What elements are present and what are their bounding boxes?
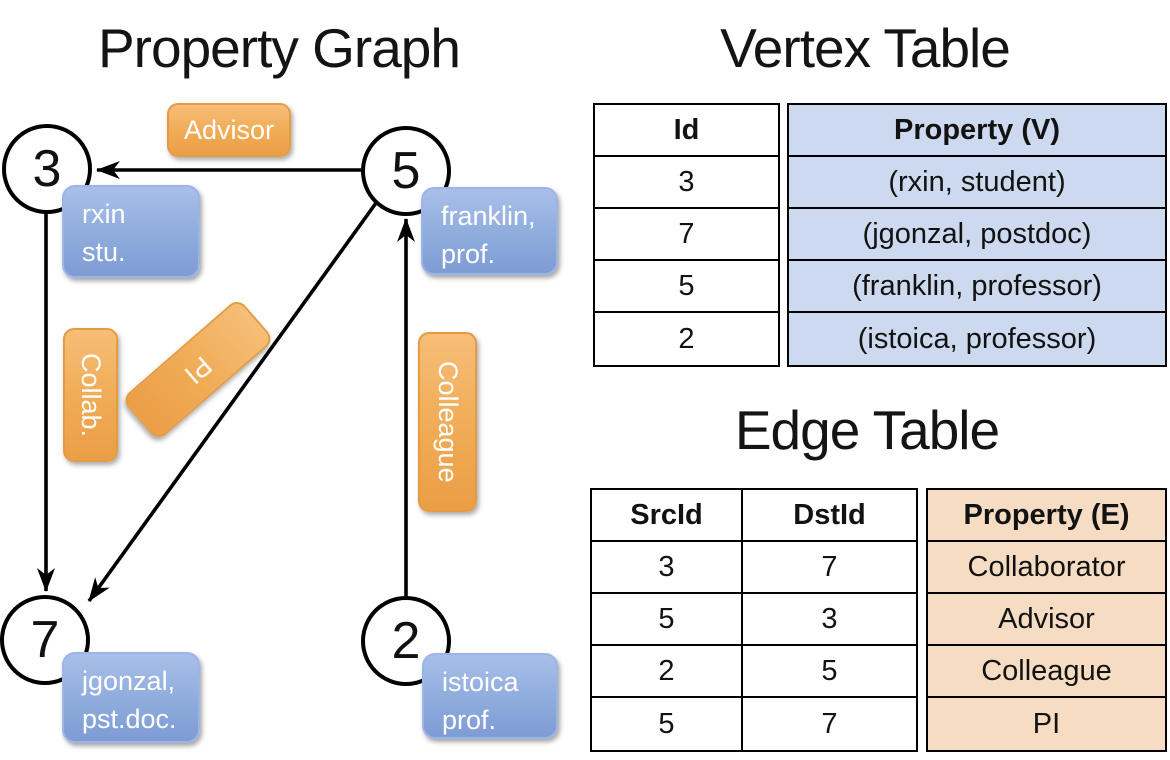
edge-label-text: Advisor <box>183 114 275 145</box>
edge-table-srcid-header: SrcId <box>592 490 741 542</box>
vertex-node-3-id: 3 <box>32 140 62 198</box>
vertex-node-3: 3 <box>2 124 92 214</box>
edge-label-collab: Collab. <box>63 328 118 462</box>
edge-table-property-cell: Collaborator <box>928 542 1165 594</box>
vertex-table-property-column: Property (V) (rxin, student) (jgonzal, p… <box>787 103 1167 367</box>
vertex-table-property-cell: (franklin, professor) <box>789 261 1165 313</box>
vertex-node-5-id: 5 <box>391 142 421 200</box>
edge-table-srcid-cell: 3 <box>592 542 741 594</box>
edge-table-dstid-cell: 7 <box>743 542 916 594</box>
vertex-property-box-jgonzal: jgonzal, pst.doc. <box>62 652 200 743</box>
edge-label-advisor: Advisor <box>167 103 291 157</box>
vertex-table-id-column: Id 3 7 5 2 <box>593 103 780 367</box>
edge-table-srcid-cell: 5 <box>592 594 741 646</box>
edge-table-title: Edge Table <box>734 399 1000 461</box>
vertex-table-title: Vertex Table <box>720 17 1011 79</box>
edge-table-property-cell: Colleague <box>928 646 1165 698</box>
edge-table-property-cell: Advisor <box>928 594 1165 646</box>
vertex-property-box-istoica: istoica prof. <box>422 653 558 739</box>
vertex-property-line: stu. <box>82 237 126 268</box>
vertex-property-line: prof. <box>442 705 497 736</box>
vertex-table-property-cell: (jgonzal, postdoc) <box>789 209 1165 261</box>
vertex-node-7-id: 7 <box>30 611 60 669</box>
edge-table-srcid-cell: 2 <box>592 646 741 698</box>
edge-label-text: PI <box>178 350 218 390</box>
edge-label-colleague: Colleague <box>418 332 477 512</box>
vertex-property-line: istoica <box>442 667 519 697</box>
edge-table-srcid-cell: 5 <box>658 707 675 740</box>
vertex-property-line: jgonzal, <box>82 666 176 696</box>
edge-pi-line-5-to-7 <box>87 201 378 603</box>
edge-table-dstid-cell: 3 <box>743 594 916 646</box>
edge-table-property-cell: PI <box>1032 707 1061 740</box>
edge-table-dstid-header: DstId <box>743 490 916 542</box>
vertex-table-id-cell: 5 <box>595 261 778 313</box>
edge-table-dstid-column: DstId 7 3 5 7 <box>741 488 918 752</box>
vertex-property-line: prof. <box>441 239 496 270</box>
edge-table-property-column: Property (E) Collaborator Advisor Collea… <box>926 488 1167 752</box>
vertex-table-id-cell: 7 <box>595 209 778 261</box>
vertex-table-id-header: Id <box>595 105 778 157</box>
vertex-property-line: franklin, <box>441 201 536 231</box>
vertex-table-id-cell: 2 <box>678 322 695 355</box>
vertex-table-property-header: Property (V) <box>789 105 1165 157</box>
vertex-table-property-cell: (istoica, professor) <box>857 322 1097 355</box>
edge-label-text: Colleague <box>433 361 463 483</box>
edge-table-dstid-cell: 7 <box>821 707 838 740</box>
vertex-property-box-rxin: rxin stu. <box>62 185 200 278</box>
edge-table-property-header: Property (E) <box>928 490 1165 542</box>
vertex-property-box-franklin: franklin, prof. <box>421 187 558 275</box>
property-graph-title: Property Graph <box>97 17 461 79</box>
vertex-property-line: rxin <box>82 199 126 229</box>
vertex-node-2-id: 2 <box>391 612 421 670</box>
edge-label-text: Collab. <box>76 352 106 438</box>
vertex-property-line: pst.doc. <box>82 704 177 735</box>
vertex-table-id-cell: 3 <box>595 157 778 209</box>
vertex-table-property-cell: (rxin, student) <box>789 157 1165 209</box>
edge-table-dstid-cell: 5 <box>743 646 916 698</box>
edge-table-srcid-column: SrcId 3 5 2 5 <box>590 488 743 752</box>
